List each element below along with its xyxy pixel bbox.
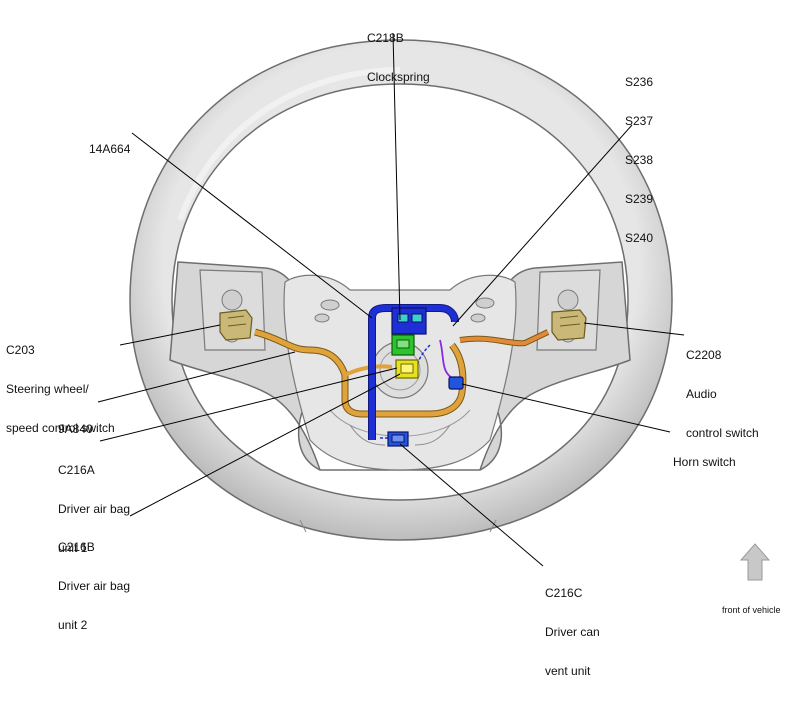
leader-s-codes: [452, 124, 633, 327]
label-c216a-line3: unit 1: [58, 541, 88, 555]
label-c203: C203 Steering wheel/ speed control switc…: [6, 318, 115, 461]
label-c203-line3: speed control switch: [6, 421, 115, 435]
connector-c216c: [387, 431, 409, 447]
label-14a664-line1: 14A664: [89, 142, 131, 156]
label-s240: S240: [625, 231, 654, 245]
label-c216b-line3: unit 2: [58, 618, 88, 632]
label-s-codes: S236 S237 S238 S239 S240: [625, 50, 653, 271]
leader-c216c: [399, 443, 544, 567]
label-c203-line2: Steering wheel/: [6, 382, 89, 396]
connector-green: [391, 334, 415, 356]
label-s238: S238: [625, 153, 654, 167]
label-c203-line1: C203: [6, 343, 35, 357]
label-c216a-line2: Driver air bag: [58, 502, 131, 516]
label-c218b-line1: C218B: [367, 31, 404, 45]
leader-c216b: [129, 373, 401, 517]
leader-9a840: [97, 351, 296, 403]
steering-wheel-diagram: C218B Clockspring S236 S237 S238 S239 S2…: [6, 6, 781, 678]
label-horn-switch: Horn switch: [673, 430, 736, 495]
label-c216b-line1: C216B: [58, 540, 95, 554]
label-c216b: C216B Driver air bag unit 2: [58, 515, 130, 658]
label-9a840-line1: 9A840: [58, 422, 93, 436]
label-s236: S236: [625, 75, 654, 89]
label-front-of-vehicle-line1: front of vehicle: [722, 605, 781, 615]
leader-14a664: [131, 132, 373, 319]
label-c216b-line2: Driver air bag: [58, 579, 131, 593]
label-c218b: C218B Clockspring: [367, 6, 430, 110]
label-c216c-line1: C216C: [545, 586, 583, 600]
label-s239: S239: [625, 192, 654, 206]
label-c2208-line3: control switch: [686, 426, 759, 440]
label-c2208-line1: C2208: [686, 348, 722, 362]
label-c2208: C2208 Audio control switch: [686, 323, 759, 466]
clockspring-connector-c218b: [391, 307, 427, 335]
label-9a840: 9A840: [58, 397, 93, 462]
leader-c2208: [583, 322, 685, 336]
label-c216a-line1: C216A: [58, 463, 95, 477]
front-of-vehicle-arrow-icon: [739, 543, 771, 581]
label-14a664: 14A664: [89, 117, 130, 182]
label-c216c: C216C Driver can vent unit: [545, 561, 600, 704]
label-s237: S237: [625, 114, 654, 128]
connector-horn: [448, 376, 464, 390]
steering-wheel-rim: [129, 39, 673, 541]
label-front-of-vehicle: front of vehicle: [722, 585, 781, 635]
diagram-artwork: [97, 32, 771, 581]
connector-c2208: [551, 309, 587, 341]
leader-horn: [461, 383, 671, 433]
leader-c218b: [392, 32, 401, 321]
label-c218b-line2: Clockspring: [367, 70, 430, 84]
leader-c216a: [99, 367, 398, 442]
leader-c203: [119, 324, 221, 346]
label-horn-switch-line1: Horn switch: [673, 455, 736, 469]
label-c216c-line3: vent unit: [545, 664, 591, 678]
label-c216a: C216A Driver air bag unit 1: [58, 438, 130, 581]
leader-lines: [97, 32, 685, 567]
connector-c216a: [395, 359, 419, 379]
label-c2208-line2: Audio: [686, 387, 717, 401]
connector-c203: [219, 309, 253, 341]
label-c216c-line2: Driver can: [545, 625, 600, 639]
